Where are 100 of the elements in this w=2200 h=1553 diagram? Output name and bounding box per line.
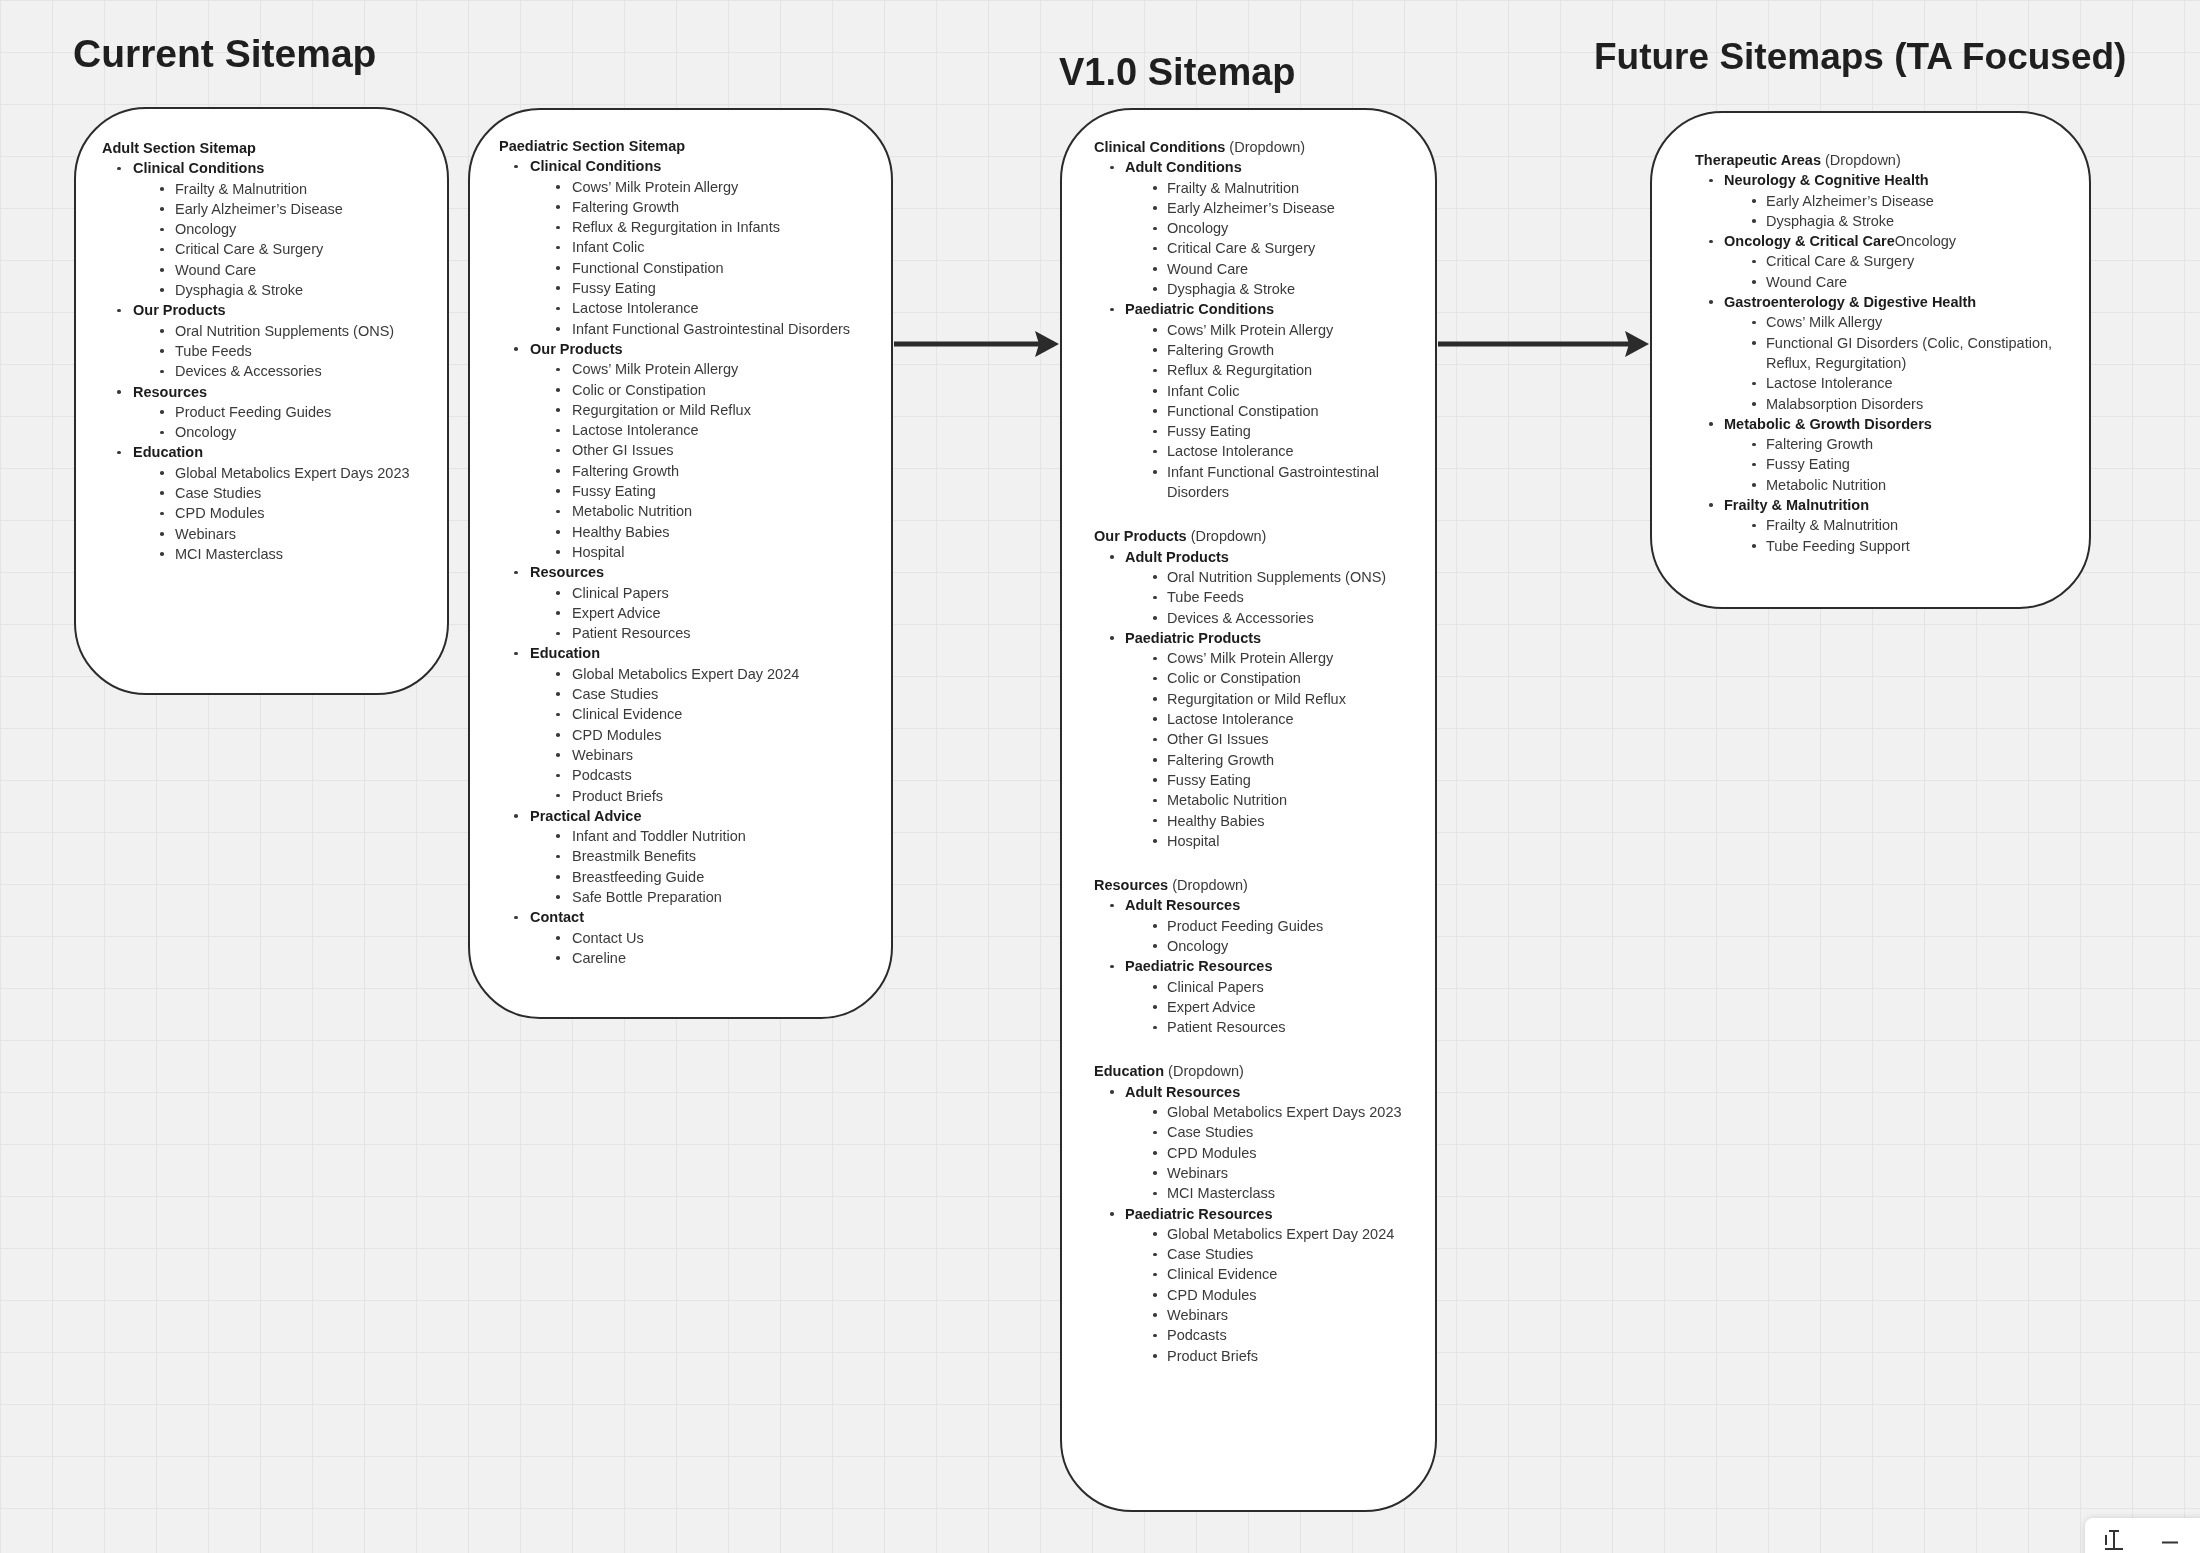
section-heading: Clinical Conditions (Dropdown) [1094, 138, 1306, 157]
list-item: Lactose Intolerance [572, 299, 699, 319]
list-item: Lactose Intolerance [1766, 374, 1893, 394]
list-item: Webinars [572, 745, 633, 765]
list-item: CPD Modules [572, 725, 662, 745]
list-item: Cows’ Milk Protein Allergy [1167, 320, 1334, 340]
category-heading: Metabolic & Growth Disorders [1724, 414, 1932, 434]
list-item: Clinical Papers [572, 583, 669, 603]
list-item: Critical Care & Surgery [1766, 252, 1915, 272]
list-item: Hospital [572, 542, 625, 562]
list-item: Other GI Issues [1167, 730, 1269, 750]
list-item: Regurgitation or Mild Reflux [1167, 689, 1346, 709]
list-item: Functional Constipation [572, 258, 724, 278]
category-heading: Clinical Conditions [133, 159, 265, 179]
list-item: Fussy Eating [1167, 422, 1251, 442]
list-item: Webinars [1167, 1306, 1228, 1326]
list-item: Metabolic Nutrition [1167, 791, 1288, 811]
sitemap-card [1650, 111, 2091, 609]
column-heading: Current Sitemap [73, 32, 377, 77]
list-item: CPD Modules [175, 504, 265, 524]
list-item: Critical Care & Surgery [175, 240, 324, 260]
list-item: Global Metabolics Expert Day 2024 [572, 664, 800, 684]
arrow [1438, 331, 1649, 357]
list-item: Early Alzheimer’s Disease [175, 199, 343, 219]
list-item: Other GI Issues [572, 441, 674, 461]
list-item: Oral Nutrition Supplements (ONS) [1167, 567, 1387, 587]
section-heading: Resources (Dropdown) [1094, 876, 1248, 896]
list-item: Careline [572, 948, 626, 968]
category-heading: Adult Products [1125, 547, 1229, 567]
list-item: Healthy Babies [1167, 811, 1265, 831]
list-item: Global Metabolics Expert Day 2024 [1167, 1224, 1395, 1244]
list-item: Safe Bottle Preparation [572, 888, 722, 907]
list-item: Wound Care [1766, 272, 1848, 292]
section-heading: Therapeutic Areas (Dropdown) [1695, 151, 1901, 170]
list-item: Podcasts [1167, 1326, 1227, 1346]
list-item: Infant Functional Gastrointestinal Disorders [1167, 462, 1380, 503]
list-item: Reflux & Regurgitation [1167, 361, 1313, 381]
list-item: Wound Care [175, 260, 257, 280]
list-item: Patient Resources [572, 624, 691, 644]
list-item: Functional Constipation [1167, 401, 1319, 421]
list-item: Tube Feeding Support [1766, 536, 1910, 556]
list-item: Lactose Intolerance [1167, 710, 1294, 729]
category-heading: Neurology & Cognitive Health [1724, 171, 1929, 191]
list-item: Oncology [1167, 937, 1229, 956]
list-item: Patient Resources [1167, 1018, 1286, 1038]
list-item: Early Alzheimer’s Disease [1766, 191, 1934, 211]
list-item: Infant Functional Gastrointestinal Disorders [572, 319, 851, 339]
list-item: Expert Advice [572, 603, 661, 623]
list-item: Dysphagia & Stroke [1766, 211, 1895, 231]
list-item: Healthy Babies [572, 522, 670, 542]
list-item: Product Briefs [572, 786, 664, 806]
list-item: Faltering Growth [1766, 435, 1874, 455]
list-item: Faltering Growth [572, 461, 680, 481]
arrow [894, 331, 1059, 357]
category-heading: Practical Advice [530, 806, 642, 826]
list-item: Early Alzheimer’s Disease [1167, 198, 1335, 218]
list-item: Functional GI Disorders (Colic, Constipation, Reflux, Regurgitation) [1766, 333, 2054, 373]
category-heading: Adult Resources [1125, 1082, 1241, 1102]
list-item: Webinars [175, 524, 236, 544]
category-heading: Oncology & Critical CareOncology [1724, 232, 1957, 252]
list-item: Faltering Growth [1167, 340, 1275, 360]
category-heading: Resources [530, 563, 605, 583]
category-heading: Paediatric Resources [1125, 957, 1273, 977]
list-item: Wound Care [1167, 259, 1249, 279]
section-heading: Education (Dropdown) [1094, 1062, 1244, 1082]
list-item: Product Feeding Guides [1167, 916, 1324, 936]
list-item: Webinars [1167, 1163, 1228, 1183]
list-item: Fussy Eating [572, 482, 656, 502]
list-item: Critical Care & Surgery [1167, 239, 1316, 259]
list-item: Expert Advice [1167, 997, 1256, 1017]
list-item: Case Studies [1167, 1245, 1254, 1265]
list-item: Colic or Constipation [572, 380, 706, 400]
list-item: MCI Masterclass [175, 544, 283, 564]
list-item: Infant and Toddler Nutrition [572, 827, 746, 847]
list-item: Clinical Evidence [1167, 1265, 1278, 1285]
list-item: Cows’ Milk Allergy [1766, 313, 1883, 333]
list-item: Product Feeding Guides [175, 402, 332, 422]
list-item: Regurgitation or Mild Reflux [572, 400, 751, 420]
list-item: Oncology [175, 423, 237, 443]
list-item: Infant Colic [572, 238, 645, 258]
sitemap-card [74, 107, 449, 695]
list-item: Contact Us [572, 928, 644, 948]
list-item: Oncology [1167, 219, 1229, 239]
category-heading: Paediatric Resources [1125, 1204, 1273, 1224]
list-item: Devices & Accessories [1167, 608, 1314, 628]
list-item: Frailty & Malnutrition [1167, 178, 1300, 198]
category-heading: Adult Resources [1125, 896, 1241, 916]
list-item: Metabolic Nutrition [1766, 475, 1887, 495]
list-item: Reflux & Regurgitation in Infants [572, 218, 780, 238]
list-item: Fussy Eating [572, 279, 656, 299]
list-item: Clinical Papers [1167, 977, 1264, 997]
list-item: Case Studies [175, 484, 262, 504]
list-item: Global Metabolics Expert Days 2023 [175, 463, 410, 483]
list-item: CPD Modules [1167, 1285, 1257, 1305]
list-item: Devices & Accessories [175, 362, 322, 382]
section-heading: Our Products (Dropdown) [1094, 527, 1267, 547]
category-heading: Education [530, 644, 601, 664]
list-item: Lactose Intolerance [572, 421, 699, 441]
sitemap-card [468, 108, 893, 1019]
list-item: Breastfeeding Guide [572, 867, 705, 887]
